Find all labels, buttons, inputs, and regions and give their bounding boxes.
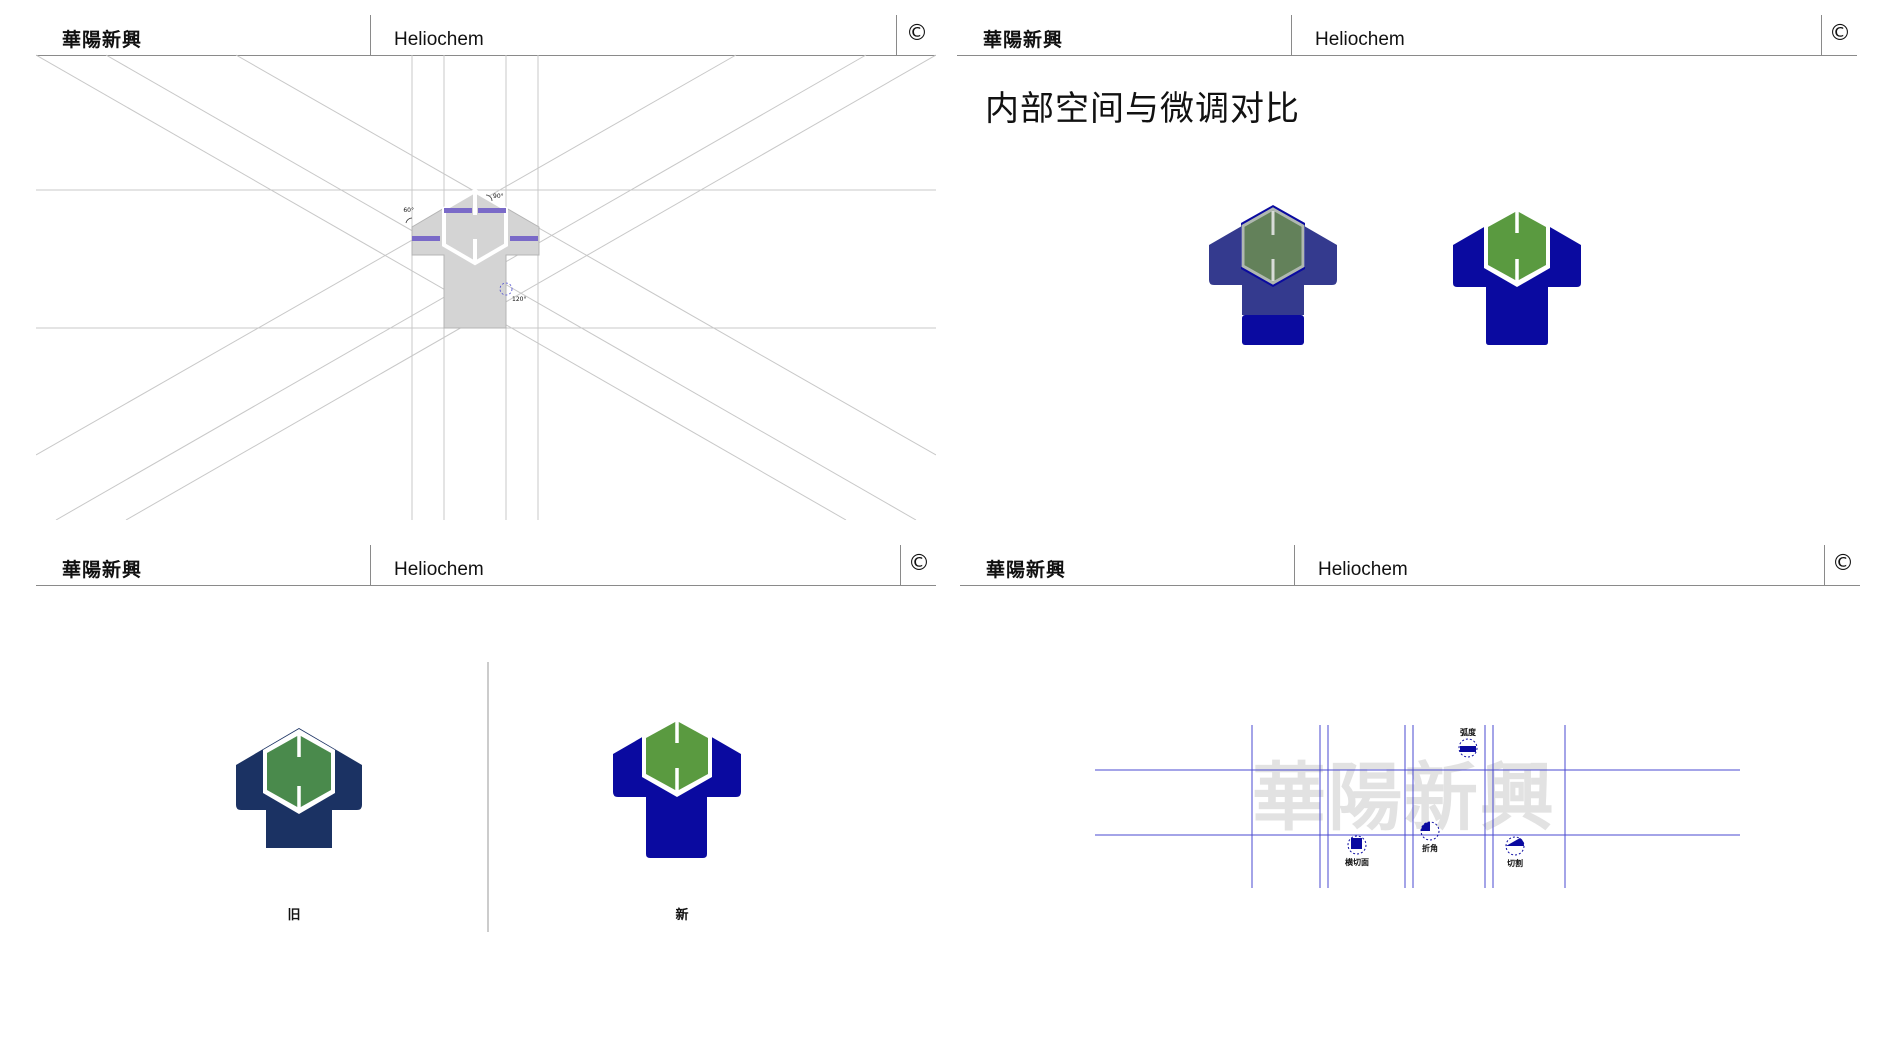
brand-cn: 華陽新興	[62, 559, 143, 581]
new-label: 新	[675, 908, 689, 923]
old-label: 旧	[287, 908, 301, 923]
brand-en: Heliochem	[394, 559, 484, 580]
panel-contrast: 華陽新興 Heliochem © 内部空间与微调对比	[957, 15, 1857, 520]
panel-header: 華陽新興 Heliochem ©	[960, 545, 1860, 586]
header-divider	[900, 545, 901, 585]
callout-bend: 折角	[1422, 843, 1438, 853]
construction-mark: 60° 90° 120°	[403, 188, 540, 329]
panel-type: 華陽新興 Heliochem © 華陽新興	[960, 545, 1860, 1050]
header-divider	[896, 15, 897, 55]
brand-en: Heliochem	[1315, 29, 1405, 50]
panel-header: 華陽新興 Heliochem ©	[957, 15, 1857, 56]
brand-cn: 華陽新興	[983, 29, 1064, 51]
brand-en: Heliochem	[1318, 559, 1408, 580]
callout-cross-section: 横切面	[1345, 857, 1369, 867]
copyright-mark: ©	[908, 551, 930, 576]
section-title: 内部空间与微调对比	[985, 89, 1300, 129]
header-divider	[370, 545, 371, 585]
guide-lines	[1095, 725, 1740, 888]
logo-overlay	[1209, 205, 1337, 345]
angle-label-60: 60°	[403, 207, 414, 214]
logo-refined	[1453, 205, 1581, 345]
panel-geometry: 華陽新興 Heliochem ©	[36, 15, 936, 520]
callout-cut: 切割	[1507, 858, 1523, 868]
panel-old-new: 華陽新興 Heliochem © 旧 新	[36, 545, 936, 1050]
detail-callouts	[1347, 738, 1525, 856]
header-divider	[370, 15, 371, 55]
copyright-mark: ©	[1829, 21, 1851, 46]
wordmark: 華陽新興	[1252, 755, 1556, 841]
callout-curve: 弧度	[1460, 727, 1477, 737]
logo-new	[613, 715, 741, 858]
wordmark-guides: 華陽新興 弧度 横切面 折角 切割	[1095, 725, 1740, 888]
brand-cn: 華陽新興	[986, 559, 1067, 581]
panel-header: 華陽新興 Heliochem ©	[36, 15, 936, 56]
copyright-mark: ©	[906, 21, 928, 46]
old-new-comparison	[236, 662, 741, 932]
angle-label-120: 120°	[512, 296, 526, 303]
construction-drawing: 60° 90° 120°	[36, 54, 936, 520]
header-divider	[1821, 15, 1822, 55]
header-divider	[1294, 545, 1295, 585]
brand-cn: 華陽新興	[62, 29, 143, 51]
header-divider	[1824, 545, 1825, 585]
panel-header: 華陽新興 Heliochem ©	[36, 545, 936, 586]
overlay-comparison	[1209, 205, 1581, 345]
header-divider	[1291, 15, 1292, 55]
brand-en: Heliochem	[394, 29, 484, 50]
copyright-mark: ©	[1832, 551, 1854, 576]
angle-label-90: 90°	[493, 193, 504, 200]
logo-old	[236, 728, 362, 848]
